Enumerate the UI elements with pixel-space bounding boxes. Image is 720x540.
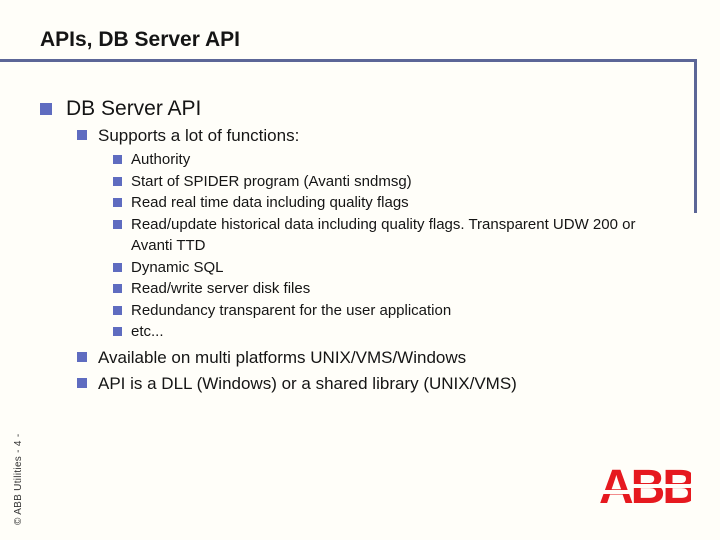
logo-slit-a [599,490,630,494]
list-item: Dynamic SQL [113,257,680,279]
list-item-label: Dynamic SQL [131,258,224,276]
list-item-label: DB Server API [66,97,202,120]
bullet-square-icon [77,130,87,140]
logo-slit-bb [629,484,691,488]
list-item: Start of SPIDER program (Avanti sndmsg) [113,171,680,193]
list-item-label: Authority [131,151,191,168]
list-item-label: Read/write server disk files [131,280,311,297]
abb-logo: ABB [599,466,691,507]
bullet-square-icon [113,327,122,336]
bullet-square-icon [113,305,122,315]
list-item-label: Start of SPIDER program (Avanti sndmsg) [131,172,412,190]
footer-copyright: © ABB Utilities - 4 - [13,433,24,525]
bullet-square-icon [77,377,87,388]
slide-title: APIs, DB Server API [40,28,240,51]
list-item: API is a DLL (Windows) or a shared libra… [77,372,680,395]
bullet-square-icon [113,262,122,272]
list-item-label: Read real time data including quality fl… [131,194,409,211]
list-item-label: Read/update historical data including qu… [131,215,636,255]
list-item: Available on multi platforms UNIX/VMS/Wi… [77,346,680,369]
list-item-label: Available on multi platforms UNIX/VMS/Wi… [98,347,467,367]
list-item-level1: DB Server API [40,96,680,121]
bullet-square-icon [113,155,122,164]
list-item: Redundancy transparent for the user appl… [113,300,680,322]
list-item-label: etc... [131,323,164,340]
bullet-square-icon [113,219,122,229]
title-rule [0,59,697,62]
bullet-square-icon [113,198,122,207]
list-item: Read real time data including quality fl… [113,192,680,214]
bullet-square-icon [113,176,122,186]
bullet-square-icon [113,284,122,293]
list-item: Authority [113,149,680,171]
list-item-label: API is a DLL (Windows) or a shared libra… [98,373,517,393]
list-item: etc... [113,321,680,343]
abb-logo-graphic: ABB [599,466,691,507]
bullet-square-icon [40,103,52,115]
list-item-label: Redundancy transparent for the user appl… [131,301,452,319]
list-item: Read/update historical data including qu… [113,214,680,257]
list-item: Read/write server disk files [113,278,680,300]
list-item-level2: Supports a lot of functions: [77,124,680,147]
level2-items-list: Available on multi platforms UNIX/VMS/Wi… [40,346,680,395]
right-border-line [694,59,697,213]
slide-body: DB Server API Supports a lot of function… [40,96,680,395]
list-item-label: Supports a lot of functions: [98,126,300,145]
bullet-square-icon [77,351,87,362]
